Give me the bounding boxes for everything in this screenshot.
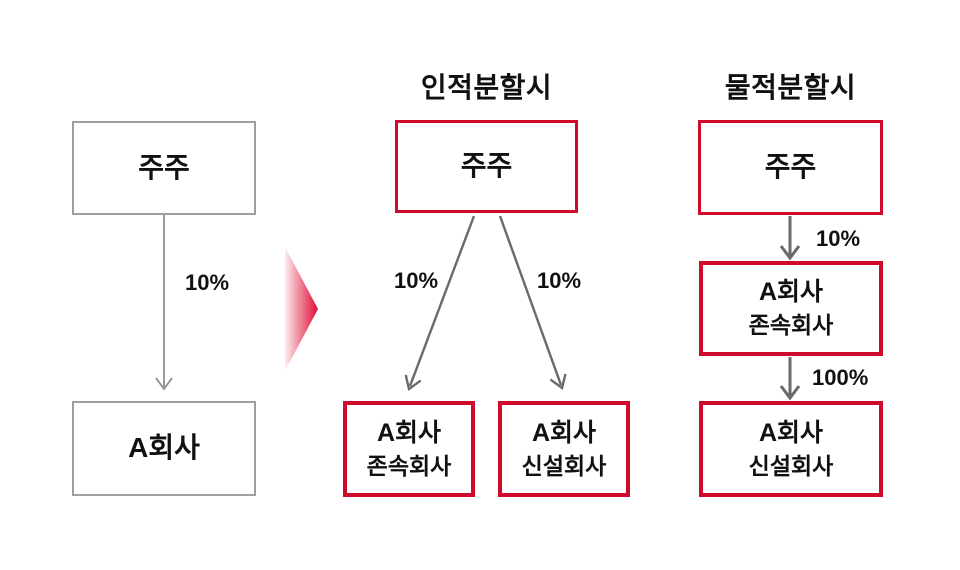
shareholder-box-before: 주주 xyxy=(72,121,256,215)
new-company-name-splitoff: A회사 xyxy=(758,418,824,447)
surviving-company-name-spinoff: A회사 xyxy=(376,418,442,447)
stake-label-spinoff-right: 10% xyxy=(537,268,582,293)
ownership-arrow-splitoff-top xyxy=(779,216,801,261)
new-company-type-spinoff: 신설회사 xyxy=(521,452,607,479)
surviving-company-name-splitoff: A회사 xyxy=(758,278,824,307)
shareholder-label-spinoff: 주주 xyxy=(460,150,513,182)
ownership-arrow-spinoff-right xyxy=(498,215,567,391)
ownership-arrow-spinoff-left xyxy=(404,215,476,392)
ownership-arrow-splitoff-bottom xyxy=(779,357,801,401)
stake-label-splitoff-bottom: 100% xyxy=(812,365,869,390)
surviving-company-box-splitoff: A회사 존속회사 xyxy=(699,261,883,356)
spinoff-title: 인적분할시 xyxy=(420,72,553,103)
new-company-type-splitoff: 신설회사 xyxy=(748,452,834,479)
stake-label-spinoff-left: 10% xyxy=(394,268,439,293)
new-company-name-spinoff: A회사 xyxy=(531,418,597,447)
ownership-arrow-before xyxy=(155,215,173,391)
shareholder-box-spinoff: 주주 xyxy=(395,120,578,213)
surviving-company-type-spinoff: 존속회사 xyxy=(366,452,452,479)
surviving-company-box-spinoff: A회사 존속회사 xyxy=(343,401,475,497)
shareholder-label-before: 주주 xyxy=(138,151,190,183)
stake-label-before: 10% xyxy=(185,270,230,295)
company-a-label-before: A회사 xyxy=(128,432,200,464)
surviving-company-type-splitoff: 존속회사 xyxy=(748,312,834,339)
shareholder-label-splitoff: 주주 xyxy=(764,151,817,183)
splitoff-title: 물적분할시 xyxy=(724,72,857,103)
new-company-box-spinoff: A회사 신설회사 xyxy=(498,401,630,497)
transition-arrow-icon xyxy=(285,247,318,371)
stake-label-splitoff-top: 10% xyxy=(816,226,861,251)
shareholder-box-splitoff: 주주 xyxy=(698,120,883,215)
company-a-box-before: A회사 xyxy=(72,401,256,496)
new-company-box-splitoff: A회사 신설회사 xyxy=(699,401,883,497)
